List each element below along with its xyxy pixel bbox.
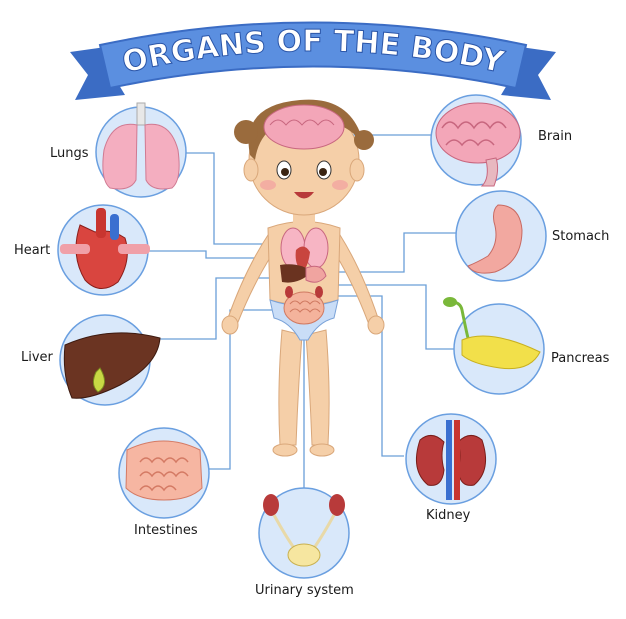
child-figure xyxy=(221,99,385,457)
label-lungs: Lungs xyxy=(50,146,89,161)
label-pancreas: Pancreas xyxy=(551,351,610,366)
label-liver: Liver xyxy=(21,350,53,365)
title-banner: ORGANS OF THE BODY xyxy=(70,21,556,100)
label-kidney: Kidney xyxy=(426,508,471,523)
label-brain: Brain xyxy=(538,129,573,144)
brain-organ xyxy=(430,94,522,187)
label-urinary-system: Urinary system xyxy=(255,583,354,598)
kidney-organ xyxy=(405,413,497,505)
label-intestines: Intestines xyxy=(134,523,198,538)
heart-organ xyxy=(57,204,150,296)
intestines-organ xyxy=(118,427,210,519)
label-stomach: Stomach xyxy=(552,229,610,244)
lungs-organ xyxy=(95,102,187,198)
label-heart: Heart xyxy=(14,243,51,258)
urinary-system-organ xyxy=(258,487,350,579)
pancreas-organ xyxy=(443,297,545,395)
stomach-organ xyxy=(455,190,547,282)
liver-organ xyxy=(59,314,161,406)
